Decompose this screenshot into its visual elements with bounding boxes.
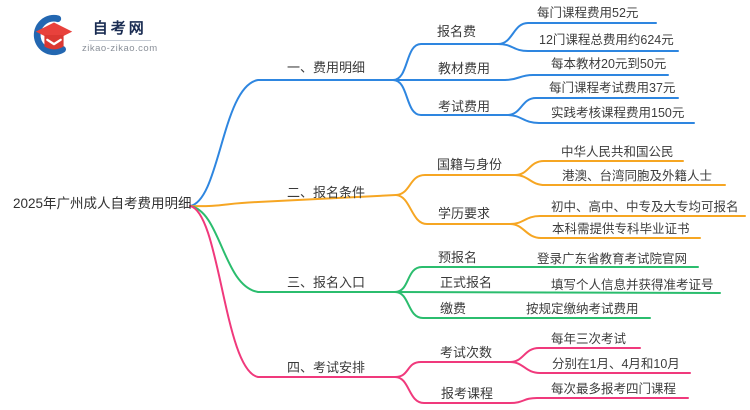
link-fee-textbook [392, 74, 669, 81]
node-course-registration: 报考课程 [441, 386, 494, 401]
link-fee-examfee [392, 79, 508, 116]
leaf-max-four-courses: 每次最多报考四门课程 [551, 382, 677, 396]
entry-branch-lines [189, 205, 721, 319]
leaf-education-levels: 初中、高中、中专及大专均可报名 [551, 200, 739, 214]
link-root-conditions [189, 194, 397, 208]
node-exam-times: 考试次数 [440, 345, 493, 360]
node-registration-fee: 报名费 [437, 24, 477, 39]
leaf-pay-exam-fee: 按规定缴纳考试费用 [526, 302, 639, 316]
leaf-practical-course-fee: 实践考核课程费用150元 [551, 106, 685, 120]
link-nationality-leaf2 [514, 174, 726, 186]
link-schedule-times [394, 361, 511, 378]
link-root-schedule [189, 205, 396, 378]
leaf-exam-per-course: 每门课程考试费用37元 [549, 81, 676, 95]
node-preregistration: 预报名 [438, 250, 478, 265]
node-payment: 缴费 [440, 301, 467, 316]
link-times-leaf2 [509, 361, 691, 374]
branch-conditions: 二、报名条件 [287, 185, 366, 200]
zikao-logo-icon [33, 14, 73, 56]
conditions-branch-lines [189, 160, 746, 239]
leaf-exam-months: 分别在1月、4月和10月 [552, 357, 680, 371]
leaf-bachelor-diploma: 本科需提供专科毕业证书 [552, 222, 690, 236]
logo-domain: zikao-zikao.com [82, 42, 158, 54]
link-education-leaf2 [509, 223, 701, 239]
branch-schedule: 四、考试安排 [287, 360, 366, 375]
branch-entry: 三、报名入口 [287, 275, 366, 290]
leaf-prc-citizen: 中华人民共和国公民 [561, 145, 674, 159]
node-exam-fee: 考试费用 [438, 99, 491, 114]
leaf-textbook-price: 每本教材20元到50元 [551, 57, 667, 71]
leaf-three-exams: 每年三次考试 [551, 332, 627, 346]
link-root-fee [189, 79, 394, 207]
link-examfee-leaf2 [506, 114, 695, 124]
link-entry-formal [394, 291, 721, 294]
link-conditions-nationality [395, 174, 516, 196]
leaf-login-website: 登录广东省教育考试院官网 [537, 252, 688, 266]
leaf-total-fee: 12门课程总费用约624元 [539, 33, 674, 47]
logo-title: 自考网 [92, 19, 147, 37]
branch-fee-details: 一、费用明细 [287, 60, 366, 75]
leaf-per-course-fee: 每门课程费用52元 [537, 6, 639, 20]
node-formal-registration: 正式报名 [440, 275, 493, 290]
site-logo[interactable]: 自考网 zikao-zikao.com [30, 12, 158, 58]
link-conditions-education [395, 194, 511, 225]
logo-divider [88, 39, 151, 41]
link-root-entry [189, 205, 396, 293]
logo-text-block: 自考网 zikao-zikao.com [82, 17, 158, 54]
node-textbook-fee: 教材费用 [438, 61, 491, 76]
node-education-requirement: 学历要求 [438, 206, 491, 221]
node-nationality: 国籍与身份 [437, 157, 503, 172]
root-topic: 2025年广州成人自考费用明细 [13, 196, 192, 211]
leaf-hk-tw-foreign: 港澳、台湾同胞及外籍人士 [562, 169, 713, 183]
link-schedule-courses [394, 376, 689, 404]
leaf-fill-info: 填写个人信息并获得准考证号 [551, 278, 714, 292]
link-fee-regfee [392, 43, 499, 81]
fee-branch-lines [189, 22, 695, 207]
schedule-branch-lines [189, 205, 691, 404]
link-regfee-leaf1 [497, 22, 657, 45]
link-entry-payment [394, 291, 651, 319]
link-regfee-leaf2 [497, 43, 679, 52]
